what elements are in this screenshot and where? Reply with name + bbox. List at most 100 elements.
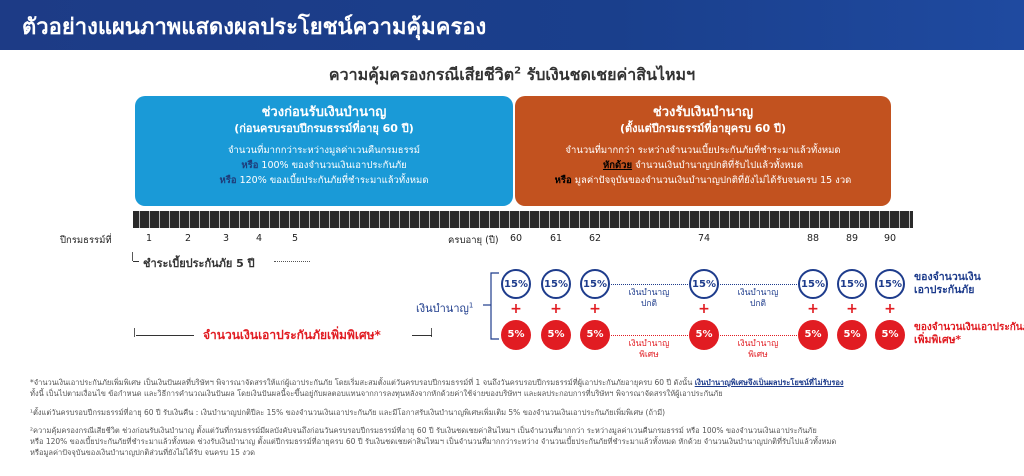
annuity-15-age-62: 15%	[580, 269, 610, 299]
timeline-tick	[729, 211, 730, 228]
pre-annuity-line-2: หรือ 100% ของจำนวนเงินเอาประกันภัย	[135, 158, 513, 173]
timeline-tick	[279, 211, 280, 228]
timeline-tick	[829, 211, 830, 228]
timeline-tick	[179, 211, 180, 228]
annuity-subheading: (ตั้งแต่ปีกรมธรรม์ที่อายุครบ 60 ปี)	[515, 121, 891, 137]
timeline-tick	[249, 211, 250, 228]
timeline-tick	[689, 211, 690, 228]
timeline-tick	[139, 211, 140, 228]
of-sum-assured-line-2: เอาประกันภัย	[914, 284, 981, 297]
special-5-age-89: 5%	[837, 320, 867, 350]
pre-annuity-line-2-text: 100% ของจำนวนเงินเอาประกันภัย	[258, 160, 406, 171]
annuity-line-3: หรือ มูลค่าปัจจุบันของจำนวนเงินบำนาญปกติ…	[515, 173, 891, 188]
footnote-1-highlight: เงินบำนาญพิเศษจึงเป็นผลประโยชน์ที่ไม่รับ…	[695, 378, 844, 387]
timeline-tick	[789, 211, 790, 228]
timeline-tick	[259, 211, 260, 228]
timeline-tick	[909, 211, 910, 228]
timeline-tick	[579, 211, 580, 228]
annuity-15-age-88: 15%	[798, 269, 828, 299]
timeline-tick	[199, 211, 200, 228]
footnote-1b: ทั้งนี้ เป็นไปตามเงื่อนไข ข้อกำหนด และวิ…	[30, 389, 723, 399]
timeline-tick	[549, 211, 550, 228]
timeline-tick	[799, 211, 800, 228]
special-annuity-line-2: พิเศษ	[616, 350, 682, 361]
policy-year-2: 2	[176, 233, 200, 244]
timeline-tick	[719, 211, 720, 228]
timeline-tick	[389, 211, 390, 228]
pre-annuity-line-3: หรือ 120% ของเบี้ยประกันภัยที่ชำระมาแล้ว…	[135, 173, 513, 188]
connector-special-1	[611, 335, 688, 336]
age-89: 89	[840, 233, 864, 244]
pre-annuity-line-1: จำนวนที่มากกว่าระหว่างมูลค่าเวนคืนกรมธรร…	[135, 143, 513, 158]
timeline-tick	[699, 211, 700, 228]
timeline-tick	[639, 211, 640, 228]
of-special-sum-line-2: เพิ่มพิเศษ*	[914, 334, 1024, 347]
annuity-label-text: เงินบำนาญ	[416, 302, 469, 315]
timeline-tick	[629, 211, 630, 228]
footnote-2: ¹ตั้งแต่วันครบรอบปีกรมธรรม์ที่อายุ 60 ปี…	[30, 408, 665, 418]
timeline-tick	[519, 211, 520, 228]
annuity-heading: ช่วงรับเงินบำนาญ	[515, 104, 891, 121]
annuity-line-1: จำนวนที่มากกว่า ระหว่างจำนวนเบี้ยประกันภ…	[515, 143, 891, 158]
timeline-tick	[159, 211, 160, 228]
special-annuity-label-1: เงินบำนาญพิเศษ	[616, 339, 682, 361]
timeline-bar	[133, 211, 913, 228]
premium-period-line-right	[274, 261, 310, 262]
annuity-line-3-text: มูลค่าปัจจุบันของจำนวนเงินบำนาญปกติที่ยั…	[572, 175, 852, 186]
timeline-tick	[819, 211, 820, 228]
timeline-tick	[669, 211, 670, 228]
policy-year-1: 1	[137, 233, 161, 244]
timeline-tick	[509, 211, 510, 228]
timeline-tick	[899, 211, 900, 228]
pre-annuity-subheading: (ก่อนครบรอบปีกรมธรรม์ที่อายุ 60 ปี)	[135, 121, 513, 137]
footnote-3b: หรือ 120% ของเบี้ยประกันภัยที่ชำระมาแล้ว…	[30, 437, 836, 447]
age-label: ครบอายุ (ปี)	[448, 233, 499, 248]
of-sum-assured-line-1: ของจำนวนเงิน	[914, 271, 981, 284]
timeline-tick	[609, 211, 610, 228]
timeline-tick	[359, 211, 360, 228]
timeline-tick	[309, 211, 310, 228]
timeline-tick	[369, 211, 370, 228]
keyword-deduct: หักด้วย	[603, 160, 632, 171]
timeline-tick	[329, 211, 330, 228]
special-5-age-88: 5%	[798, 320, 828, 350]
special-5-age-62: 5%	[580, 320, 610, 350]
timeline-tick	[749, 211, 750, 228]
special-annuity-line-1: เงินบำนาญ	[616, 339, 682, 350]
age-60: 60	[504, 233, 528, 244]
premium-period-bracket-left: |	[131, 252, 134, 262]
age-74: 74	[692, 233, 716, 244]
timeline-tick	[339, 211, 340, 228]
timeline-tick	[289, 211, 290, 228]
timeline-tick	[459, 211, 460, 228]
annuity-15-age-60: 15%	[501, 269, 531, 299]
timeline-tick	[569, 211, 570, 228]
timeline-tick	[769, 211, 770, 228]
timeline-tick	[169, 211, 170, 228]
timeline-tick	[649, 211, 650, 228]
timeline-tick	[489, 211, 490, 228]
timeline-tick	[559, 211, 560, 228]
plus-age-62: +	[588, 302, 602, 316]
normal-annuity-line-1: เงินบำนาญ	[616, 288, 682, 299]
pre-annuity-line-3-text: 120% ของเบี้ยประกันภัยที่ชำระมาแล้วทั้งห…	[237, 175, 429, 186]
plus-age-60: +	[509, 302, 523, 316]
timeline-tick	[379, 211, 380, 228]
age-88: 88	[801, 233, 825, 244]
timeline-tick	[299, 211, 300, 228]
diagram-subtitle: ความคุ้มครองกรณีเสียชีวิต2 รับเงินชดเชยค…	[0, 63, 1024, 88]
connector-special-2	[720, 335, 797, 336]
annuity-line-2-text: จำนวนเงินบำนาญปกติที่รับไปแล้วทั้งหมด	[632, 160, 803, 171]
header-bar: ตัวอย่างแผนภาพแสดงผลประโยชน์ความคุ้มครอง	[0, 0, 1024, 50]
keyword-or: หรือ	[241, 160, 258, 171]
special-line-right	[412, 335, 432, 336]
timeline-tick	[149, 211, 150, 228]
footnote-3a: ²ความคุ้มครองกรณีเสียชีวิต ช่วงก่อนรับเง…	[30, 426, 817, 436]
timeline-tick	[409, 211, 410, 228]
page-title: ตัวอย่างแผนภาพแสดงผลประโยชน์ความคุ้มครอง	[22, 9, 486, 44]
timeline-tick	[839, 211, 840, 228]
normal-annuity-label-2: เงินบำนาญปกติ	[725, 288, 791, 310]
timeline-tick	[889, 211, 890, 228]
subtitle-text: ความคุ้มครองกรณีเสียชีวิต	[329, 65, 514, 84]
special-annuity-line-1: เงินบำนาญ	[725, 339, 791, 350]
